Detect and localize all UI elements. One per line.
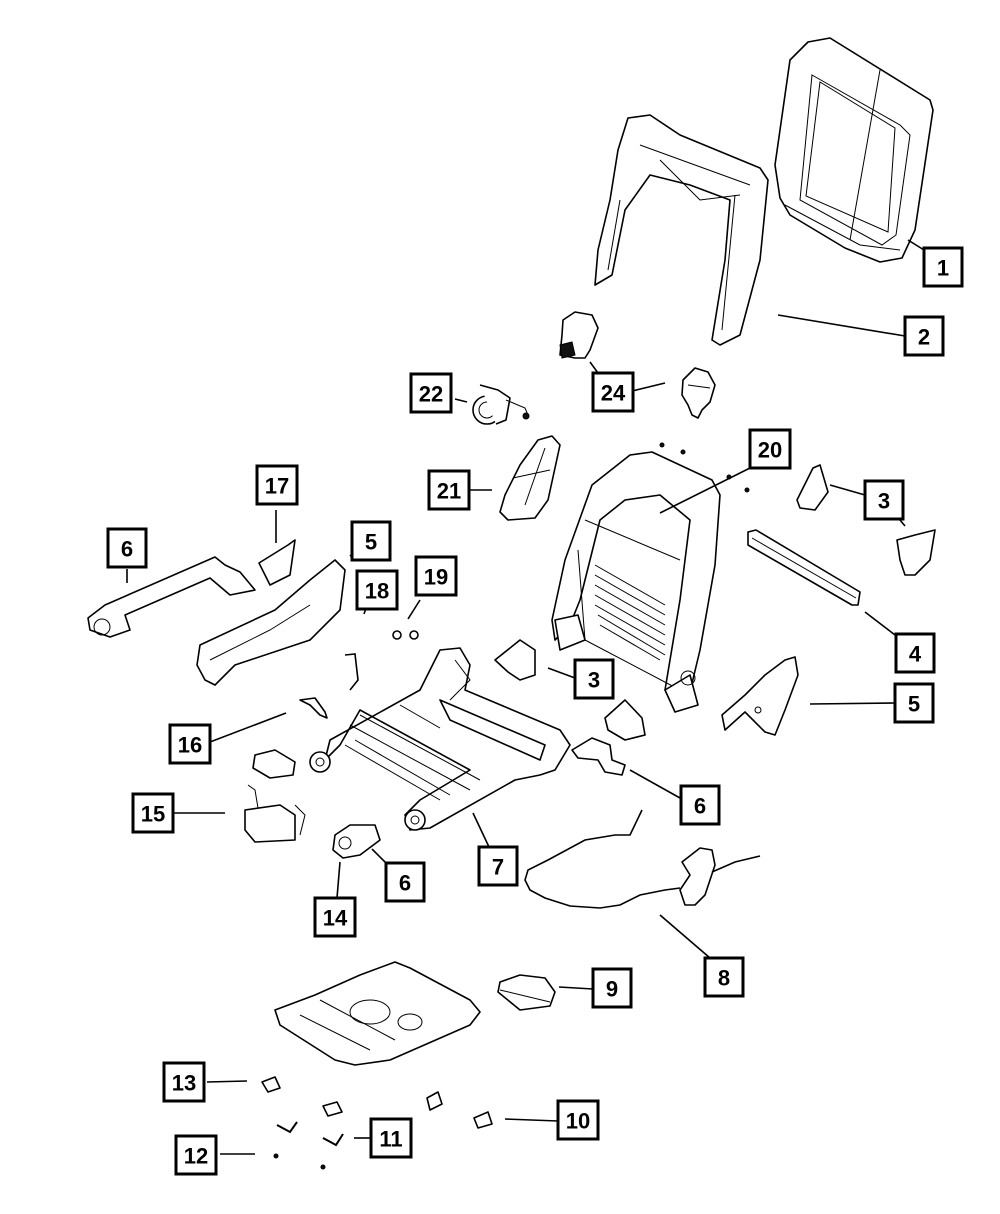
- callout-label: 20: [758, 438, 782, 463]
- callout-13: 13: [162, 1061, 206, 1103]
- callout-label: 11: [379, 1127, 402, 1152]
- part-track-cover-right: [571, 737, 626, 776]
- part-track-cover-left: [87, 556, 256, 638]
- callout-label: 19: [424, 565, 448, 590]
- callout-label: 3: [878, 489, 890, 514]
- callout-10: 10: [556, 1099, 600, 1141]
- part-headrest-guide-left: [559, 311, 599, 359]
- callout-14: 14: [313, 896, 357, 938]
- callout-label: 6: [121, 537, 133, 562]
- part-module: [497, 974, 556, 1011]
- callout-6-left: 6: [106, 527, 148, 569]
- part-cable-assembly: [524, 809, 761, 909]
- callout-label: 3: [588, 668, 600, 693]
- callout-label: 21: [437, 479, 461, 504]
- callout-label: 12: [184, 1144, 208, 1169]
- callout-label: 17: [265, 474, 289, 499]
- callout-19: 19: [414, 555, 458, 597]
- part-seat-back-frame: [551, 442, 750, 713]
- part-clips: [261, 1076, 493, 1170]
- leader-lines: [126, 239, 925, 1155]
- callout-label: 1: [937, 256, 949, 281]
- callout-3-center: 3: [573, 658, 615, 700]
- callout-2: 2: [903, 315, 945, 357]
- callout-label: 22: [419, 382, 443, 407]
- callout-label: 7: [492, 855, 504, 880]
- callout-9: 9: [591, 967, 633, 1009]
- callout-24: 24: [591, 371, 635, 413]
- callout-label: 14: [323, 906, 348, 931]
- callout-17: 17: [255, 464, 299, 506]
- callout-5-right: 5: [893, 682, 935, 724]
- callout-18: 18: [355, 569, 399, 611]
- part-recliner-cover-center: [494, 639, 536, 681]
- callout-22: 22: [409, 372, 453, 414]
- part-control-module: [252, 749, 296, 779]
- callout-label: 16: [178, 733, 202, 758]
- part-bezel: [258, 539, 296, 586]
- callout-label: 13: [172, 1071, 196, 1096]
- callout-7: 7: [477, 845, 519, 887]
- callout-label: 2: [918, 325, 930, 350]
- part-headrest-guide-right: [681, 367, 716, 419]
- callout-20: 20: [748, 428, 792, 470]
- part-side-shield-left: [196, 559, 346, 686]
- part-wiring-harness: [244, 784, 306, 843]
- callout-12: 12: [174, 1134, 218, 1176]
- callout-label: 5: [908, 692, 920, 717]
- part-wire-bracket: [344, 653, 359, 691]
- callout-label: 10: [566, 1109, 590, 1134]
- part-recliner-cover-upper: [796, 464, 829, 511]
- callout-21: 21: [427, 469, 471, 511]
- part-bracket-16: [299, 697, 328, 719]
- part-cushion-pan: [274, 961, 481, 1066]
- callout-label: 9: [606, 977, 618, 1002]
- part-seat-back-bolster-trim: [594, 114, 769, 346]
- callout-6-bottom: 6: [384, 861, 426, 903]
- part-side-airbag: [499, 435, 561, 521]
- callout-label: 8: [718, 966, 730, 991]
- callout-5-left: 5: [350, 520, 392, 562]
- callout-4: 4: [894, 632, 936, 674]
- callout-label: 18: [365, 579, 389, 604]
- part-side-shield-right: [721, 656, 799, 736]
- part-cross-rod: [747, 529, 861, 606]
- callout-11: 11: [369, 1117, 413, 1159]
- callout-8: 8: [703, 956, 745, 998]
- callout-label: 5: [365, 530, 377, 555]
- callout-label: 15: [141, 802, 165, 827]
- part-recliner-cover-lower: [604, 699, 646, 741]
- callout-16: 16: [168, 723, 212, 765]
- part-seat-back-panel: [774, 37, 934, 263]
- callout-label: 24: [601, 381, 626, 406]
- callout-3-upper: 3: [863, 479, 905, 521]
- callout-label: 4: [909, 642, 922, 667]
- callout-label: 6: [694, 794, 706, 819]
- part-track-end-cover: [332, 824, 381, 859]
- part-seat-adjuster-track: [309, 647, 571, 831]
- part-nuts: [392, 630, 419, 640]
- part-recliner-cover-right: [896, 529, 936, 576]
- callout-1: 1: [922, 246, 964, 288]
- callout-6-right: 6: [679, 784, 721, 826]
- callout-label: 6: [399, 871, 411, 896]
- part-lumbar-motor: [472, 384, 530, 425]
- callout-15: 15: [131, 792, 175, 834]
